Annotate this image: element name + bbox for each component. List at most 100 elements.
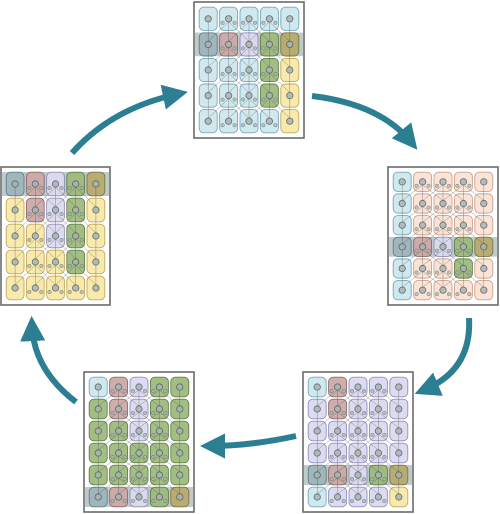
connection-line <box>98 389 119 407</box>
connection-line <box>357 389 379 407</box>
node <box>398 286 406 294</box>
cycle-arrows <box>20 84 473 459</box>
node <box>313 493 321 501</box>
node <box>67 185 72 191</box>
node <box>313 427 321 435</box>
connection-line <box>55 238 76 260</box>
node <box>374 493 382 501</box>
node <box>455 205 460 210</box>
node <box>341 432 346 438</box>
node <box>370 476 375 482</box>
node <box>122 388 127 394</box>
node <box>47 185 52 191</box>
node <box>31 180 39 188</box>
node <box>122 454 127 460</box>
node <box>94 449 102 457</box>
node <box>67 263 72 269</box>
node <box>27 263 32 269</box>
node <box>261 20 266 25</box>
node <box>130 432 136 438</box>
connection-line <box>159 411 180 429</box>
node <box>286 15 294 23</box>
node <box>51 284 60 292</box>
node <box>176 471 184 479</box>
node <box>27 185 32 191</box>
connection-line <box>357 433 379 451</box>
connection-line <box>159 389 180 407</box>
node <box>94 405 102 413</box>
node <box>59 263 64 269</box>
connection-line <box>138 433 160 451</box>
node <box>220 97 225 102</box>
connection-line <box>317 433 338 451</box>
node <box>361 388 367 394</box>
node <box>382 498 387 504</box>
connection-line <box>337 433 359 451</box>
node <box>446 183 452 188</box>
connection-line <box>269 98 290 119</box>
connection-line <box>118 477 140 495</box>
node <box>59 289 64 295</box>
node <box>142 410 148 416</box>
node <box>459 221 467 229</box>
node <box>225 40 233 49</box>
connection-line <box>138 389 160 407</box>
node <box>155 383 163 391</box>
node <box>151 388 156 394</box>
connection-line <box>442 271 464 288</box>
connection-line <box>75 238 97 260</box>
node <box>135 493 143 501</box>
node <box>434 227 440 232</box>
connection-line <box>378 477 399 495</box>
node <box>122 476 127 482</box>
connection-line <box>463 227 484 245</box>
node <box>72 232 80 240</box>
node <box>467 227 472 232</box>
node <box>414 205 419 210</box>
node <box>333 427 342 435</box>
connection-line <box>228 47 250 68</box>
node <box>439 178 447 186</box>
node <box>313 383 321 391</box>
connection-line <box>402 206 423 223</box>
connection-line <box>98 455 119 473</box>
node <box>439 286 447 294</box>
connection-line <box>337 455 359 473</box>
node <box>261 71 266 77</box>
node <box>374 383 382 391</box>
connection-line <box>337 477 359 495</box>
connection-line <box>357 411 379 429</box>
node <box>225 15 233 23</box>
panel-top <box>193 1 305 139</box>
node <box>130 476 136 482</box>
node <box>135 471 143 479</box>
node <box>286 40 294 49</box>
node <box>39 237 44 243</box>
node <box>176 449 184 457</box>
node <box>395 383 403 391</box>
node <box>115 405 123 413</box>
node <box>370 498 375 504</box>
node <box>398 178 406 186</box>
connection-line <box>138 411 160 429</box>
connection-lines <box>316 389 400 495</box>
connection-line <box>402 249 423 266</box>
node <box>341 388 346 394</box>
node <box>225 92 233 100</box>
node <box>329 498 334 504</box>
node <box>67 237 72 243</box>
node <box>155 471 163 479</box>
node <box>261 46 266 51</box>
node <box>349 476 355 482</box>
node <box>434 183 440 188</box>
node <box>79 263 84 269</box>
connection-line <box>55 264 76 286</box>
connection-line <box>159 455 180 473</box>
connection-line <box>317 389 338 407</box>
node <box>361 410 367 416</box>
connection-line <box>442 249 464 266</box>
connection-line <box>317 455 338 473</box>
connection-line <box>378 455 399 473</box>
connection-line <box>337 411 359 429</box>
connection-line <box>442 227 464 245</box>
